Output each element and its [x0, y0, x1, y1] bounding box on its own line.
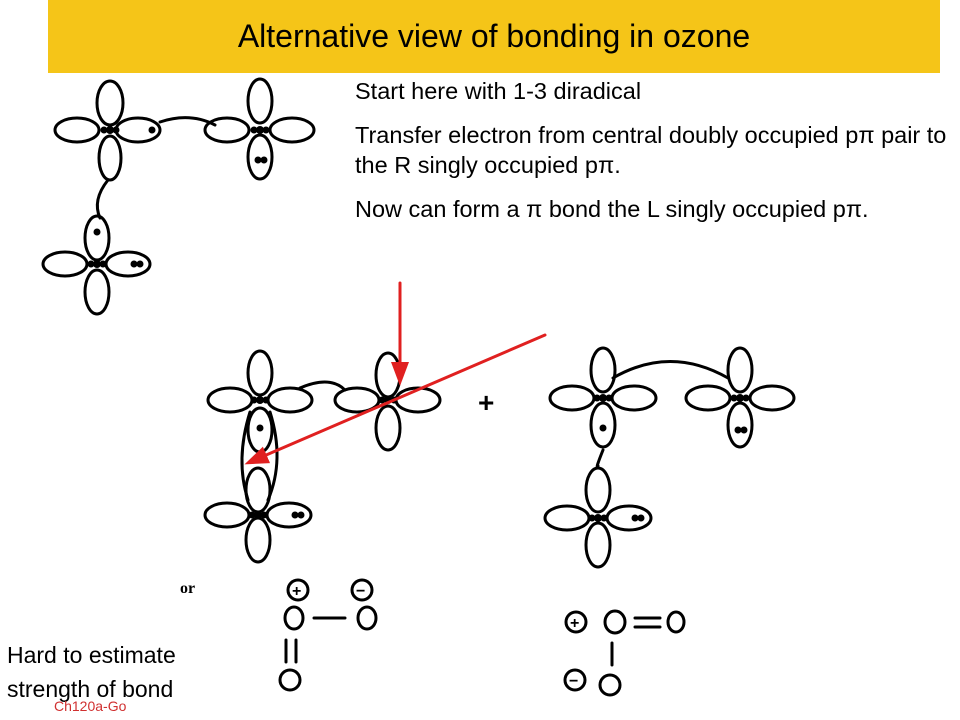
- bond-strength-line-1: Hard to estimate: [7, 642, 176, 668]
- transfer-arrow-diagonal: [244, 333, 547, 465]
- slide-title: Alternative view of bonding in ozone: [237, 18, 751, 54]
- charge-plus-right: +: [570, 615, 579, 632]
- resonance-structure-b: [543, 346, 796, 569]
- explanation-line-1: Start here with 1-3 diradical: [355, 78, 642, 104]
- charge-minus-right: −: [569, 673, 578, 690]
- lewis-structure-right: + −: [563, 609, 686, 697]
- explanation-line-3: Now can form a π bond the L singly occup…: [355, 196, 869, 222]
- course-footer: Ch120a-Go: [54, 698, 127, 714]
- plus-sign: +: [478, 387, 494, 418]
- charge-plus: +: [292, 583, 301, 600]
- title-bar: Alternative view of bonding in ozone: [48, 0, 940, 73]
- lewis-structure-left: + −: [278, 578, 378, 692]
- explanation-text: Start here with 1-3 diradical Transfer e…: [355, 76, 955, 238]
- or-label: or: [180, 580, 196, 597]
- explanation-line-2: Transfer electron from central doubly oc…: [355, 122, 947, 178]
- diradical-start: [41, 77, 316, 316]
- resonance-structure-a: [203, 349, 442, 564]
- charge-minus: −: [356, 583, 365, 600]
- bond-strength-note: Hard to estimate strength of bond: [7, 638, 176, 706]
- bond-strength-line-2: strength of bond: [7, 676, 174, 702]
